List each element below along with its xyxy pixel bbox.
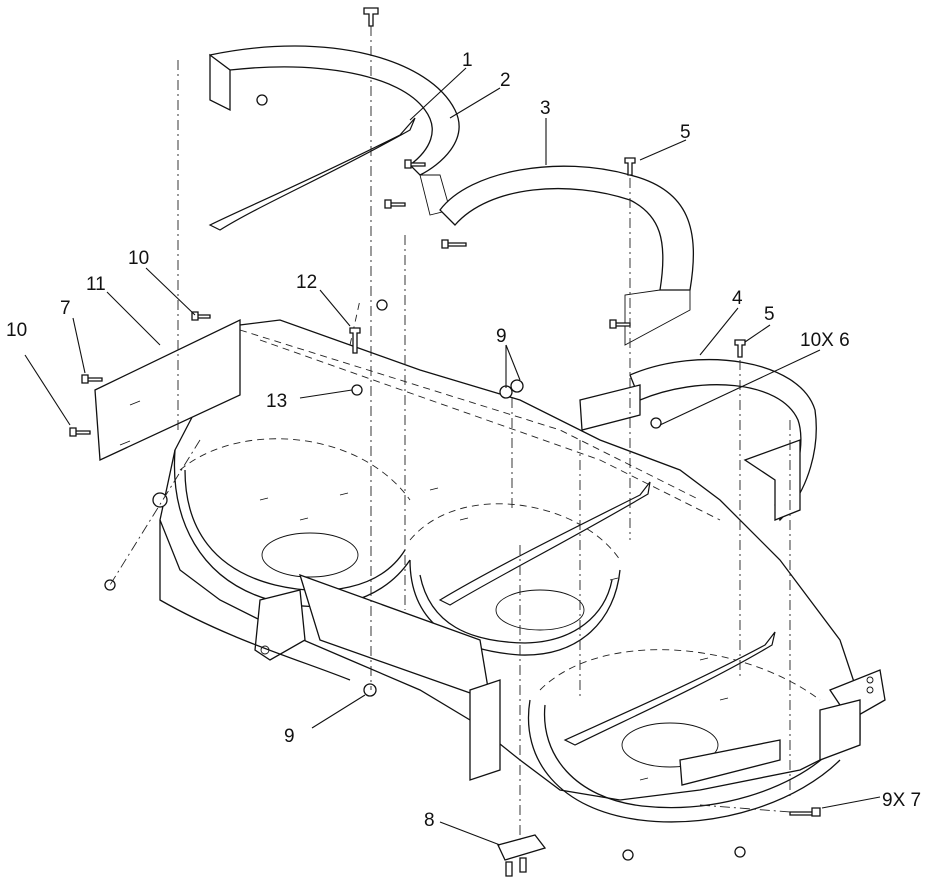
callout-7: 7 xyxy=(60,298,71,319)
callout-9-top: 9 xyxy=(496,326,507,347)
assembly-centerlines xyxy=(109,26,791,840)
baffle-left xyxy=(209,45,460,216)
callout-2: 2 xyxy=(500,70,511,91)
callout-8: 8 xyxy=(424,810,435,831)
callout-12: 12 xyxy=(296,272,317,293)
callout-10x6: 10X 6 xyxy=(800,330,850,351)
blades xyxy=(208,117,776,746)
callout-1: 1 xyxy=(462,50,473,71)
callout-3: 3 xyxy=(540,98,551,119)
callout-10-left-upper: 10 xyxy=(128,248,149,269)
callout-5-top: 5 xyxy=(680,122,691,143)
callout-11: 11 xyxy=(86,274,106,295)
callout-5-right: 5 xyxy=(764,304,775,325)
callout-9-bottom: 9 xyxy=(284,726,295,747)
mower-deck-housing xyxy=(152,299,886,823)
side-shield-plate xyxy=(94,318,241,461)
callout-9x7: 9X 7 xyxy=(882,790,921,811)
callout-4: 4 xyxy=(732,288,743,309)
baffle-center xyxy=(439,165,695,346)
callout-10-left-lower: 10 xyxy=(6,320,27,341)
callout-leaders xyxy=(24,67,881,846)
baffle-right xyxy=(579,359,817,522)
callout-13: 13 xyxy=(266,391,287,412)
hardware-bolts-nuts xyxy=(69,7,821,877)
callout-labels: 1 2 3 4 5 5 7 8 9 9 9X 7 10 10 10X 6 11 … xyxy=(6,50,921,831)
